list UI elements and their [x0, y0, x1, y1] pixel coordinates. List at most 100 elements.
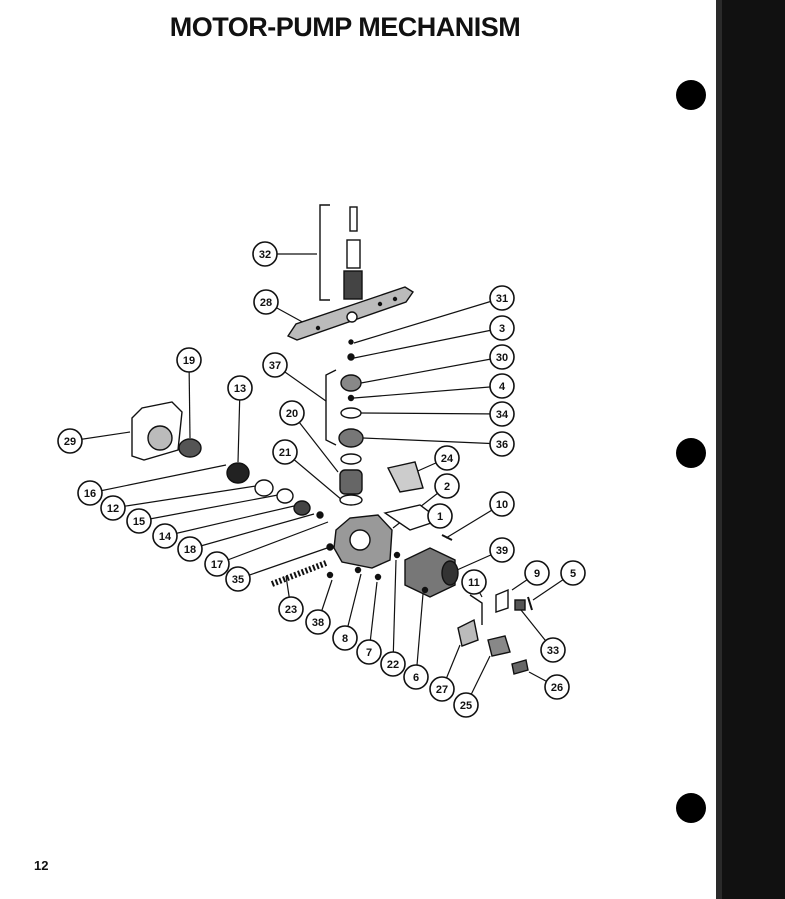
part-35: [326, 543, 334, 551]
leader-line-16: [89, 464, 227, 494]
callout-circle: [278, 596, 304, 622]
callout-23: 23: [278, 596, 304, 622]
callout-22: 22: [380, 651, 406, 677]
callout-6: 6: [403, 664, 429, 690]
callout-circle: [429, 676, 455, 702]
callout-14: 14: [152, 523, 178, 549]
part-10: [441, 534, 453, 541]
callout-label: 7: [366, 647, 372, 659]
callout-27: 27: [429, 676, 455, 702]
callout-32: 32: [252, 241, 278, 267]
part-20: [339, 469, 363, 495]
callout-26: 26: [544, 674, 570, 700]
callout-28: 28: [253, 289, 279, 315]
part-30-hub: [340, 374, 362, 392]
callout-label: 34: [496, 409, 509, 421]
callout-circle: [453, 692, 479, 718]
part-31: [348, 339, 354, 345]
leader-line-31: [353, 297, 503, 344]
punch-hole-top: [676, 80, 706, 110]
callout-circle: [272, 439, 298, 465]
part-32-nut: [343, 270, 363, 300]
part-34-ring: [340, 407, 362, 419]
part-22: [393, 551, 401, 559]
callout-36: 36: [489, 431, 515, 457]
callout-circle: [253, 289, 279, 315]
callout-3: 3: [489, 315, 515, 341]
callout-circle: [489, 285, 515, 311]
callout-10: 10: [489, 491, 515, 517]
callout-circle: [540, 637, 566, 663]
callout-label: 10: [496, 499, 508, 511]
callout-circle: [489, 315, 515, 341]
callout-label: 22: [387, 659, 399, 671]
callout-31: 31: [489, 285, 515, 311]
callout-15: 15: [126, 508, 152, 534]
callout-label: 2: [444, 481, 450, 493]
callout-label: 15: [133, 516, 145, 528]
callout-label: 24: [441, 453, 454, 465]
callout-label: 1: [437, 511, 443, 523]
page-title: MOTOR-PUMP MECHANISM: [169, 12, 521, 42]
callout-circle: [356, 639, 382, 665]
callout-label: 32: [259, 249, 271, 261]
callout-16: 16: [77, 480, 103, 506]
callout-label: 37: [269, 360, 281, 372]
callout-label: 39: [496, 545, 508, 557]
callout-20: 20: [279, 400, 305, 426]
callout-circle: [177, 536, 203, 562]
callout-label: 14: [159, 531, 172, 543]
callout-circle: [100, 495, 126, 521]
leader-line-36: [362, 437, 503, 445]
callout-label: 30: [496, 352, 508, 364]
leader-line-19: [188, 359, 191, 439]
leader-line-18: [189, 513, 315, 550]
leader-line-4: [353, 385, 503, 399]
callout-label: 18: [184, 544, 196, 556]
callout-35: 35: [225, 566, 251, 592]
callout-33: 33: [540, 637, 566, 663]
binding-edge: [716, 0, 724, 899]
part-25: [487, 635, 511, 657]
callout-circle: [332, 625, 358, 651]
leader-line-34: [360, 412, 503, 415]
callout-circle: [489, 373, 515, 399]
callout-label: 9: [534, 568, 540, 580]
callout-19: 19: [176, 347, 202, 373]
part-27-bracket: [457, 618, 479, 647]
callout-label: 36: [496, 439, 508, 451]
callout-circle: [305, 609, 331, 635]
callout-5: 5: [560, 560, 586, 586]
punch-hole-middle: [676, 438, 706, 468]
callout-37: 37: [262, 352, 288, 378]
callout-label: 4: [499, 381, 506, 393]
callout-4: 4: [489, 373, 515, 399]
part-5: [527, 596, 533, 611]
leader-line-30: [360, 356, 503, 384]
part-12: [254, 479, 274, 497]
callout-label: 31: [496, 293, 508, 305]
callout-label: 13: [234, 383, 246, 395]
callout-9: 9: [524, 560, 550, 586]
callout-circle: [489, 431, 515, 457]
callout-label: 21: [279, 447, 291, 459]
part-14: [293, 500, 311, 516]
callout-label: 26: [551, 682, 563, 694]
callout-30: 30: [489, 344, 515, 370]
callout-circle: [380, 651, 406, 677]
leader-line-35: [237, 546, 331, 580]
callout-circle: [227, 375, 253, 401]
leader-line-17: [216, 521, 329, 565]
callout-7: 7: [356, 639, 382, 665]
callout-circle: [489, 537, 515, 563]
callout-label: 8: [342, 633, 348, 645]
callout-circle: [126, 508, 152, 534]
callout-label: 17: [211, 559, 223, 571]
callout-circle: [489, 344, 515, 370]
callout-2: 2: [434, 473, 460, 499]
callout-label: 28: [260, 297, 272, 309]
callout-label: 20: [286, 408, 298, 420]
callout-label: 35: [232, 574, 244, 586]
part-6: [421, 586, 429, 594]
